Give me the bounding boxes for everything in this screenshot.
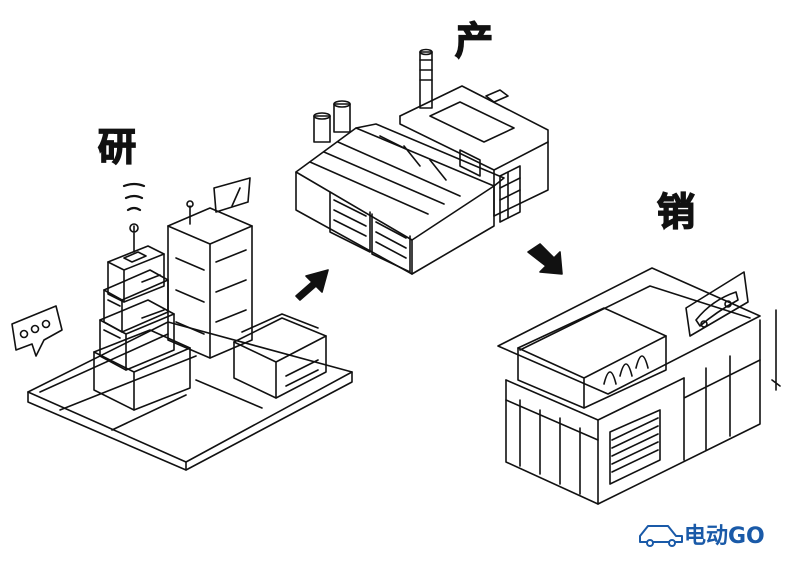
brand-name: 电动GO bbox=[684, 524, 765, 549]
wifi-signal-icon bbox=[122, 182, 146, 212]
label-research: 研 bbox=[97, 125, 137, 169]
research-office-district bbox=[27, 177, 353, 471]
label-production: 产 bbox=[454, 19, 494, 63]
brand-logo: 电动GO bbox=[636, 518, 765, 550]
speech-bubble-icon bbox=[11, 305, 63, 357]
arrow-down-right-icon bbox=[527, 243, 563, 275]
sales-showroom bbox=[497, 267, 781, 505]
production-factory bbox=[295, 48, 549, 275]
label-sales: 销 bbox=[656, 190, 696, 234]
car-outline-icon bbox=[639, 525, 683, 547]
arrow-up-right-icon bbox=[295, 269, 329, 301]
